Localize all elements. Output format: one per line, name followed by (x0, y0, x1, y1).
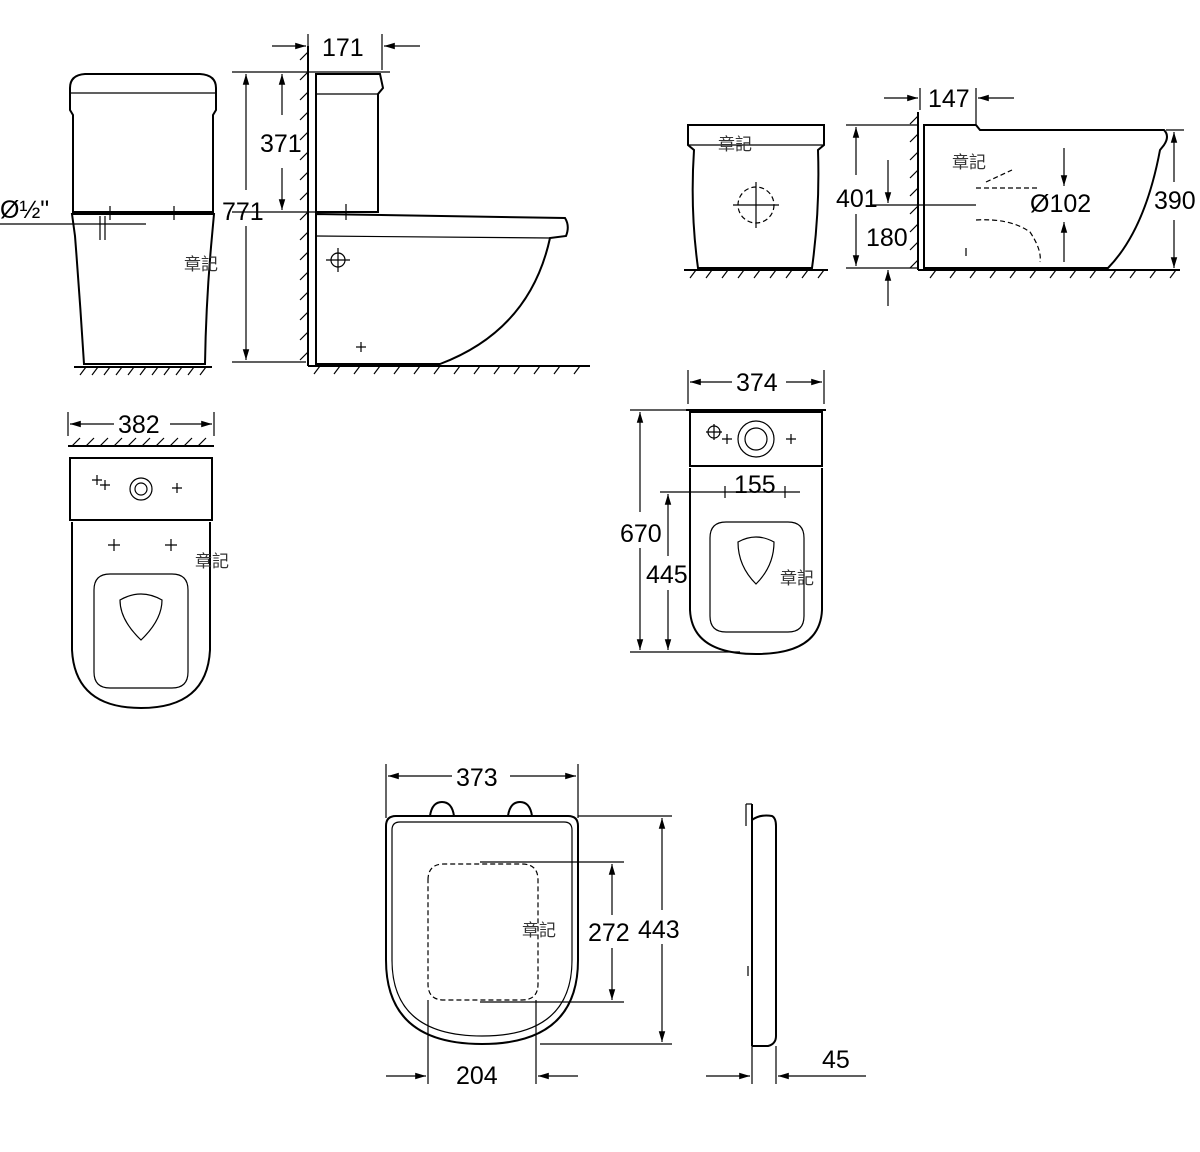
wall-hung-side: 147 401 180 Ø102 390 章記 (836, 85, 1196, 306)
wall-hung-bowl-height-label: 390 (1154, 187, 1196, 215)
side-elevation: 171 371 771 (222, 34, 590, 375)
plan-right-width-label: 374 (736, 369, 778, 397)
plan-right-watermark: 章記 (780, 569, 814, 589)
wall-hung-outlet-diameter-label: Ø102 (1030, 190, 1091, 218)
front-elevation: Ø½" 章記 (0, 73, 218, 376)
plan-right: 374 155 670 445 章記 (620, 369, 826, 656)
seat-opening-depth-label: 272 (588, 919, 630, 947)
side-width-label: 171 (322, 34, 364, 62)
seat-plan: 373 272 443 204 章記 (385, 764, 680, 1090)
wall-hung-front: 章記 (684, 124, 828, 279)
seat-thickness-label: 45 (822, 1046, 850, 1074)
front-pipe-diameter-label: Ø½" (0, 196, 49, 224)
wall-hung-width-label: 147 (928, 85, 970, 113)
plan-right-depth-label: 670 (620, 520, 662, 548)
wall-hung-front-watermark: 章記 (718, 135, 752, 155)
plan-left-watermark: 章記 (195, 552, 229, 572)
plan-right-bowl-depth-label: 445 (646, 561, 688, 589)
wall-hung-inlet-height-label: 180 (866, 224, 908, 252)
plan-left-width-label: 382 (118, 411, 160, 439)
side-total-height-label: 771 (222, 198, 264, 226)
seat-total-depth-label: 443 (638, 916, 680, 944)
plan-right-fixing-label: 155 (734, 471, 776, 499)
seat-plan-watermark: 章記 (522, 921, 556, 941)
front-watermark: 章記 (184, 255, 218, 275)
side-tank-height-label: 371 (260, 130, 302, 158)
wall-hung-outlet-height-label: 401 (836, 185, 878, 213)
plan-top-left: 382 章記 (67, 411, 229, 710)
wall-hung-side-watermark: 章記 (952, 153, 986, 173)
seat-side: 45 (706, 803, 866, 1084)
seat-hinge-spacing-label: 204 (456, 1062, 498, 1090)
seat-width-label: 373 (456, 764, 498, 792)
